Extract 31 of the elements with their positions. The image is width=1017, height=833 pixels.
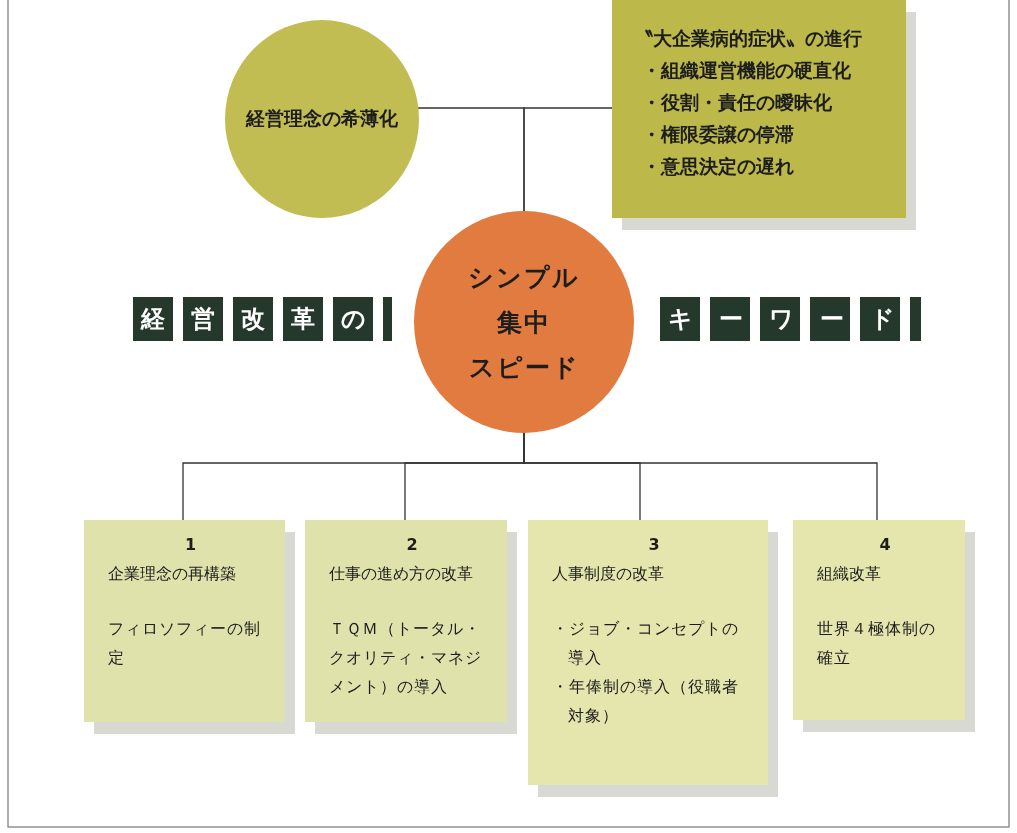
item-number: 2 bbox=[405, 534, 419, 556]
symptom-box bbox=[612, 0, 906, 218]
item-number: 1 bbox=[183, 534, 198, 556]
item-number: 3 bbox=[647, 534, 661, 556]
item-detail: ・年俸制の導入（役職者対象） bbox=[552, 676, 740, 727]
connector-line bbox=[523, 107, 613, 213]
item-heading: 企業理念の再構築 bbox=[108, 563, 237, 585]
item-detail: ＴＱＭ（トータル・クオリティ・マネジメント）の導入 bbox=[329, 618, 483, 698]
item-detail: フィロソフィーの制定 bbox=[108, 618, 262, 669]
connector-line bbox=[523, 431, 878, 521]
reform-card bbox=[305, 520, 507, 722]
bullet-item: ・役割・責任の曖昧化 bbox=[641, 90, 833, 115]
bullet-item: ・組織運営機能の硬直化 bbox=[641, 58, 852, 83]
keyword: スピード bbox=[468, 351, 580, 384]
circle-text: 経営理念の希薄化 bbox=[246, 106, 398, 131]
item-detail: ・ジョブ・コンセプトの導入 bbox=[552, 618, 740, 669]
keyword: 集中 bbox=[497, 306, 551, 339]
item-detail: 世界４極体制の確立 bbox=[817, 618, 937, 669]
keyword-tiles: キーワード bbox=[660, 297, 921, 341]
item-heading: 人事制度の改革 bbox=[552, 563, 665, 585]
item-heading: 組織改革 bbox=[817, 563, 882, 585]
reform-card bbox=[84, 520, 285, 722]
keyword-tiles: 経営改革の bbox=[133, 297, 392, 341]
reform-card bbox=[528, 520, 768, 785]
reform-card bbox=[793, 520, 965, 720]
box-heading: 〝大企業病的症状〟の進行 bbox=[634, 26, 863, 51]
item-heading: 仕事の進め方の改革 bbox=[329, 563, 474, 585]
keyword: シンプル bbox=[468, 261, 580, 294]
bullet-item: ・権限委譲の停滞 bbox=[641, 122, 795, 147]
item-number: 4 bbox=[878, 534, 892, 556]
bullet-item: ・意思決定の遅れ bbox=[641, 154, 795, 179]
